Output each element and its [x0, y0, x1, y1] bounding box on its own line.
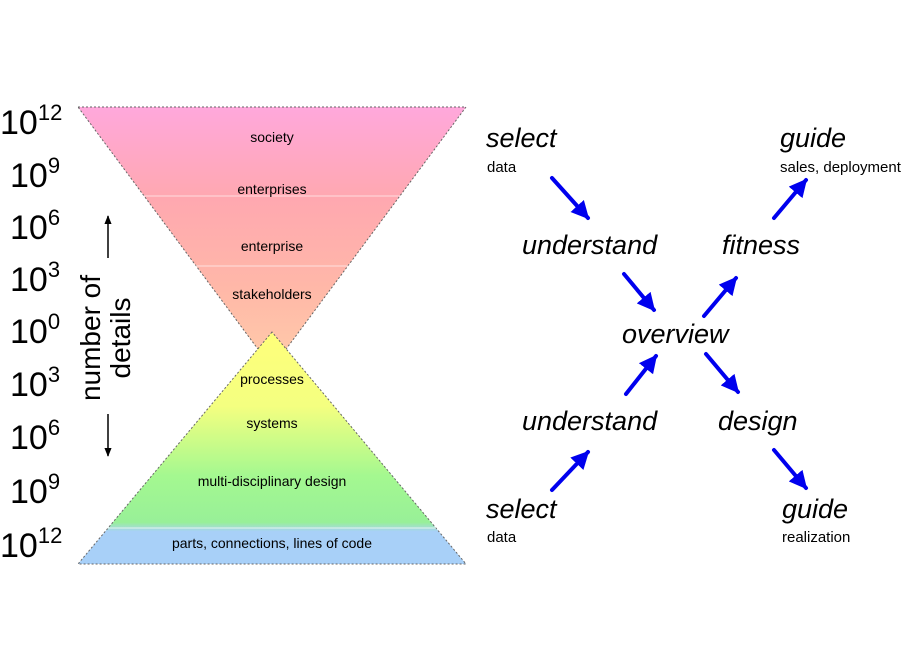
- funnel-label-society: society: [250, 129, 294, 145]
- flow-guide-bottom-sub: realization: [782, 529, 850, 546]
- scale-tick: 1012: [0, 100, 62, 142]
- flow-overview: overview: [622, 319, 730, 349]
- funnel-label-stakeholders: stakeholders: [232, 286, 311, 302]
- flow-select-bottom: select: [486, 494, 558, 524]
- axis-label-line1: number of: [75, 275, 106, 401]
- arrow-understand-top-to-overview: [622, 272, 656, 312]
- scale-tick: 109: [10, 469, 60, 511]
- funnel-label-parts: parts, connections, lines of code: [172, 535, 372, 551]
- scale-tick: 106: [10, 205, 60, 247]
- funnel-label-systems: systems: [246, 415, 297, 431]
- arrow-fitness-to-guide-top: [772, 178, 808, 220]
- arrow-overview-to-design: [704, 352, 740, 394]
- arrow-design-to-guide-bottom: [772, 448, 808, 490]
- flow-understand-top: understand: [522, 230, 658, 260]
- flow-understand-bottom: understand: [522, 406, 658, 436]
- arrow-understand-bottom-to-overview: [624, 354, 658, 396]
- flow-design: design: [718, 406, 798, 436]
- arrow-select-bottom-to-understand: [550, 450, 590, 492]
- top-funnel-triangle: [77, 106, 467, 369]
- flow-guide-top-sub: sales, deployment: [780, 159, 902, 176]
- scale-tick: 100: [10, 309, 60, 351]
- scale-tick: 1012: [0, 523, 62, 565]
- scale-tick: 109: [10, 153, 60, 195]
- flow-select-top: select: [486, 123, 558, 153]
- funnel-label-enterprise: enterprise: [241, 238, 303, 254]
- funnel-label-multi-disciplinary-design: multi-disciplinary design: [198, 473, 347, 489]
- arrow-overview-to-fitness: [702, 276, 738, 318]
- flow-fitness: fitness: [722, 230, 800, 260]
- axis-label-line2: details: [105, 298, 136, 379]
- scale-tick: 106: [10, 415, 60, 457]
- funnel-label-processes: processes: [240, 371, 304, 387]
- funnel-label-enterprises: enterprises: [237, 181, 306, 197]
- flow-guide-top: guide: [780, 123, 846, 153]
- flow-select-bottom-sub: data: [487, 529, 517, 546]
- flow-guide-bottom: guide: [782, 494, 848, 524]
- flow-select-top-sub: data: [487, 159, 517, 176]
- scale-tick: 103: [10, 362, 60, 404]
- scale-tick: 103: [10, 257, 60, 299]
- bottom-funnel-triangle: [76, 331, 468, 565]
- arrow-select-to-understand-top: [550, 176, 590, 220]
